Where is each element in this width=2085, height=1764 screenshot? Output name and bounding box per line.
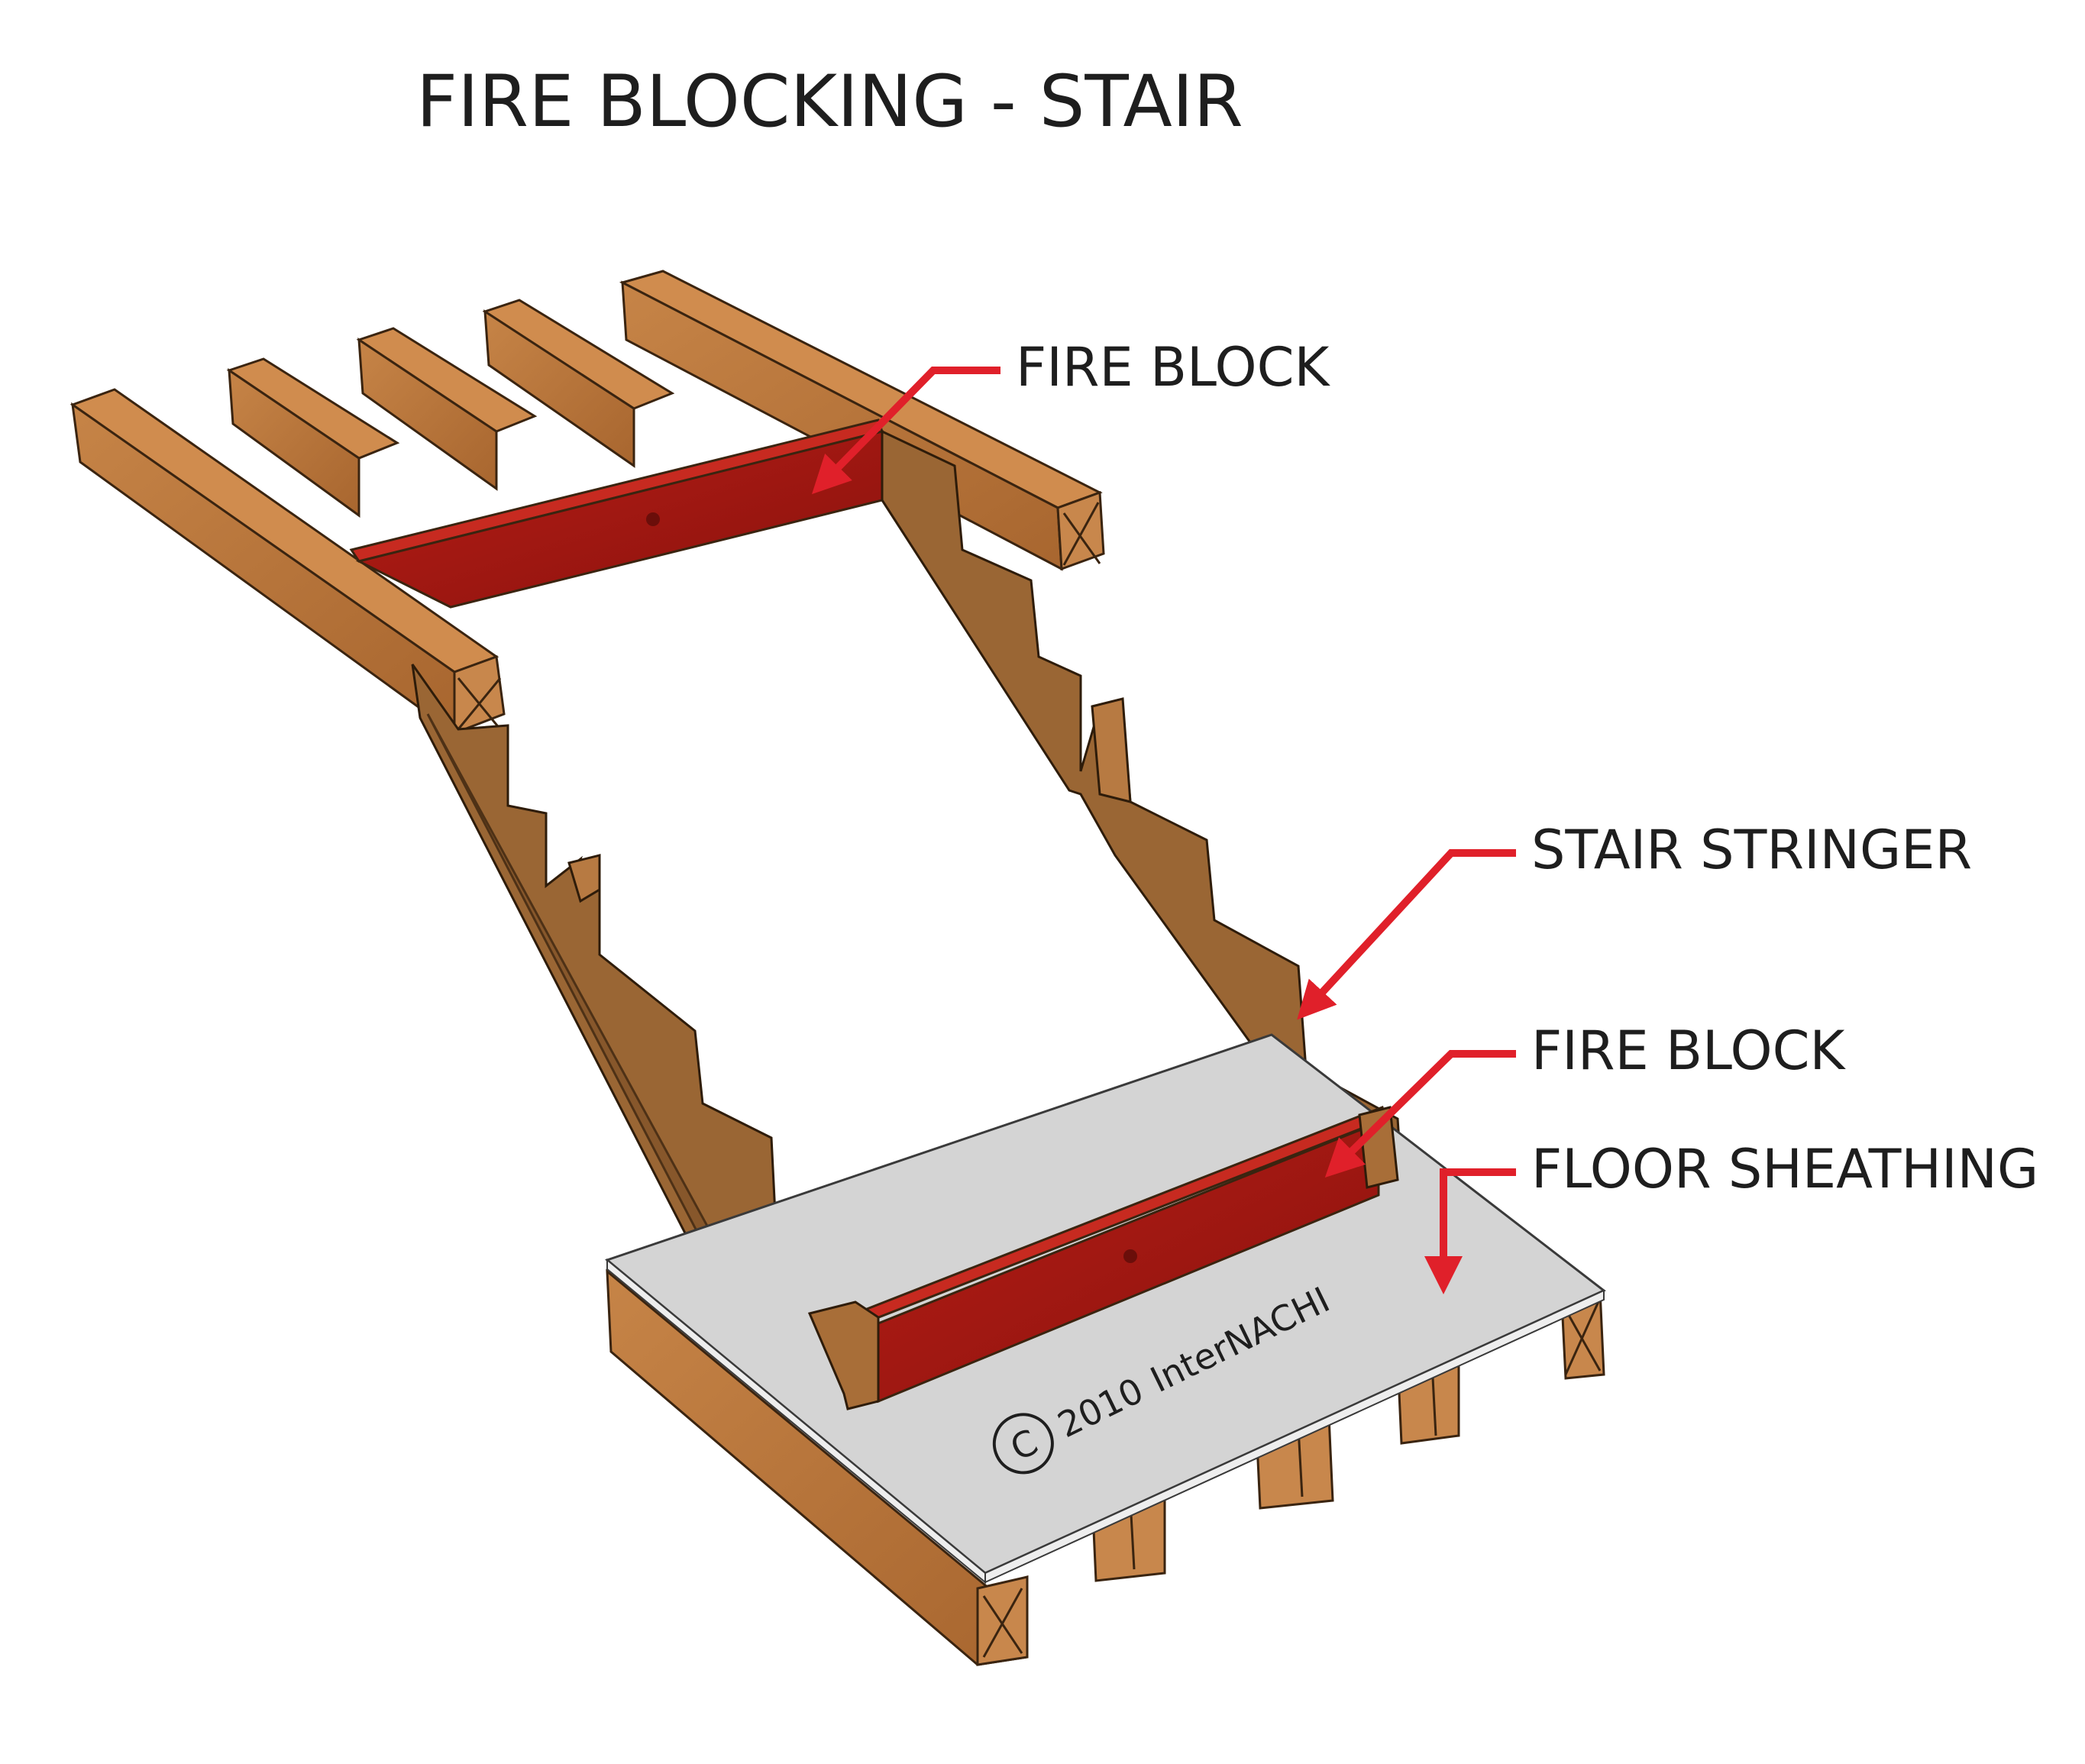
joist-1 bbox=[70, 388, 506, 735]
callout-arrow-floor-sheathing bbox=[1424, 1168, 1516, 1294]
label-fire-block-bottom: FIRE BLOCK bbox=[1531, 1019, 1847, 1082]
callout-stair-stringer: STAIR STRINGER bbox=[1297, 819, 1972, 1020]
diagram-title: FIRE BLOCKING - STAIR bbox=[416, 60, 1243, 144]
copyright-symbol bbox=[992, 1413, 1054, 1475]
callout-arrow-fire-block-top bbox=[811, 367, 1000, 495]
callout-fire-block-top: FIRE BLOCK bbox=[811, 336, 1331, 495]
joist-4 bbox=[482, 299, 675, 468]
label-stair-stringer: STAIR STRINGER bbox=[1531, 819, 1972, 881]
joist-3 bbox=[356, 327, 538, 491]
callout-fire-block-bottom: FIRE BLOCK bbox=[1324, 1019, 1847, 1178]
label-floor-sheathing: FLOOR SHEATHING bbox=[1531, 1138, 2038, 1200]
stringer-feet bbox=[807, 1106, 1399, 1410]
top-fire-block bbox=[349, 418, 884, 609]
joist-2 bbox=[226, 357, 400, 518]
right-stair-stringer bbox=[881, 429, 1403, 1185]
callout-arrow-stair-stringer bbox=[1297, 849, 1516, 1020]
callout-floor-sheathing: FLOOR SHEATHING bbox=[1424, 1138, 2038, 1294]
callout-arrow-fire-block-bottom bbox=[1324, 1050, 1516, 1178]
label-fire-block-top: FIRE BLOCK bbox=[1016, 336, 1331, 399]
lower-joists bbox=[606, 1268, 1605, 1666]
upper-floor-joists bbox=[70, 270, 1105, 735]
